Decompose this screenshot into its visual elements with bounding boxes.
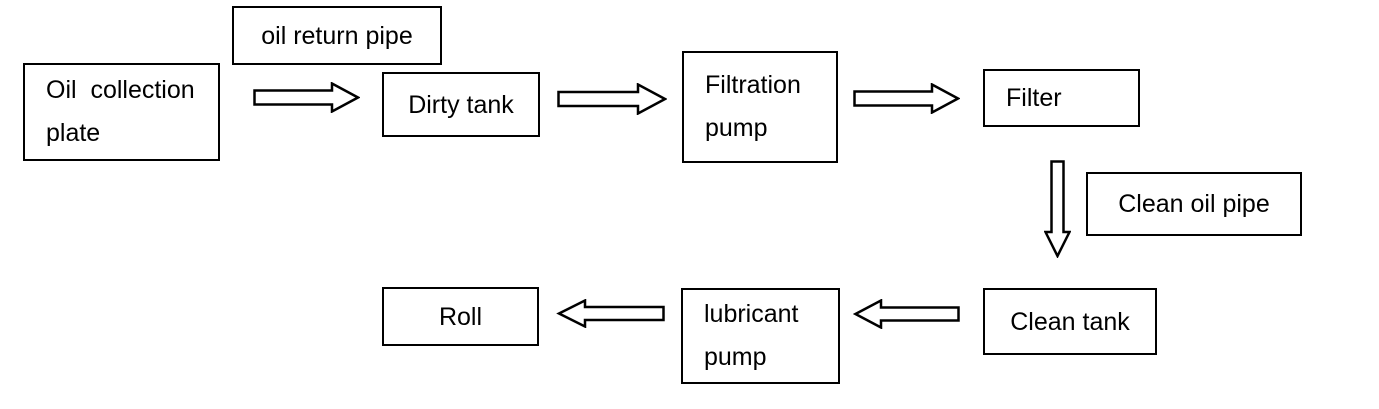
arrow-clean-tank-to-lubricant-pump-icon [853,299,960,329]
node-label-line: Oil collection [46,76,195,104]
node-label: Clean oil pipe [1118,190,1270,218]
arrow-dirty-tank-to-filtration-pump-icon [557,83,667,115]
node-label-line: pump [705,114,768,142]
node-filtration-pump: Filtration pump [682,51,838,163]
node-label-line: pump [704,343,767,371]
node-oil-collection-plate: Oil collection plate [23,63,220,161]
node-roll: Roll [382,287,539,346]
node-filter: Filter [983,69,1140,127]
node-oil-return-pipe: oil return pipe [232,6,442,65]
node-lubricant-pump: lubricant pump [681,288,840,384]
node-label: Filter [1006,84,1062,112]
node-label-line: plate [46,119,101,147]
node-dirty-tank: Dirty tank [382,72,540,137]
arrow-filtration-pump-to-filter-icon [853,83,960,114]
node-clean-oil-pipe: Clean oil pipe [1086,172,1302,236]
node-label-line: lubricant [704,300,799,328]
node-label: Roll [438,302,483,331]
node-label: Dirty tank [408,90,514,119]
arrow-oil-collection-to-dirty-tank-icon [253,82,360,113]
node-clean-tank: Clean tank [983,288,1157,355]
node-label-line: Filtration [705,71,801,99]
arrow-lubricant-pump-to-roll-icon [556,299,665,328]
arrow-filter-to-clean-tank-icon [1044,160,1071,258]
node-label: Clean tank [1010,307,1130,336]
node-label: oil return pipe [261,21,413,50]
